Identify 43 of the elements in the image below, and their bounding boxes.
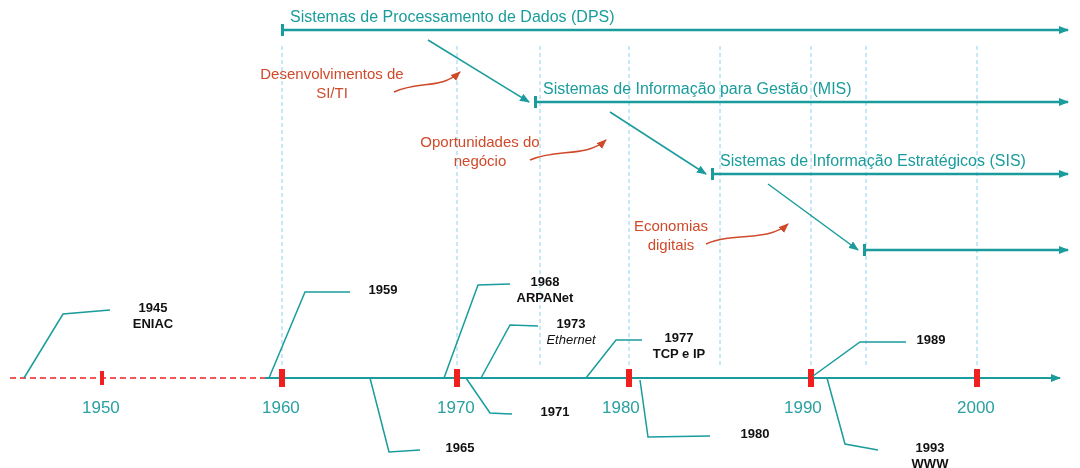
year-label: 2000 bbox=[957, 398, 995, 418]
event-name: ENIAC bbox=[131, 316, 175, 332]
year-text: 1993 bbox=[914, 440, 946, 456]
year-text: 1968 bbox=[529, 274, 561, 290]
year-text: 1980 bbox=[739, 426, 771, 442]
leader-line bbox=[465, 377, 513, 415]
arrow bbox=[609, 111, 707, 175]
event-name: TCP e IP bbox=[651, 346, 707, 362]
curved-arrow bbox=[393, 71, 461, 93]
year-text: 1977 bbox=[663, 330, 695, 346]
event-name: WWW bbox=[910, 456, 950, 468]
annotation-text: Economias digitais bbox=[618, 216, 724, 256]
era-title: Sistemas de Processamento de Dados (DPS) bbox=[290, 8, 615, 26]
year-text: 1959 bbox=[367, 282, 399, 298]
event-name: ARPANet bbox=[515, 290, 575, 306]
annotation-text: Desenvolvimentos de SI/TI bbox=[252, 64, 412, 104]
year-label: 1980 bbox=[602, 398, 640, 418]
arrow bbox=[427, 39, 530, 103]
leader-line bbox=[585, 339, 643, 379]
year-text: 1973 bbox=[555, 316, 587, 332]
leader-line bbox=[826, 377, 879, 451]
annotation-text: Oportunidades do negócio bbox=[412, 132, 548, 172]
year-text: 1965 bbox=[444, 440, 476, 456]
year-text: 1989 bbox=[915, 332, 947, 348]
year-label: 1990 bbox=[784, 398, 822, 418]
leader-line bbox=[23, 309, 111, 379]
arrow bbox=[767, 183, 859, 251]
leader-line bbox=[639, 379, 711, 438]
year-text: 1971 bbox=[539, 404, 571, 420]
leader-line bbox=[812, 341, 907, 377]
leader-line bbox=[268, 291, 351, 379]
curved-arrow bbox=[705, 223, 789, 245]
era-title: Sistemas de Informação Estratégicos (SIS) bbox=[720, 152, 1026, 170]
year-text: 1945 bbox=[137, 300, 169, 316]
year-label: 1970 bbox=[437, 398, 475, 418]
leader-line bbox=[369, 377, 421, 453]
curved-arrow bbox=[529, 139, 607, 161]
year-label: 1950 bbox=[82, 398, 120, 418]
year-label: 1960 bbox=[262, 398, 300, 418]
event-name: Ethernet bbox=[545, 332, 597, 348]
era-title: Sistemas de Informação para Gestão (MIS) bbox=[543, 80, 852, 98]
leader-line bbox=[443, 283, 511, 379]
leader-line bbox=[480, 324, 539, 379]
